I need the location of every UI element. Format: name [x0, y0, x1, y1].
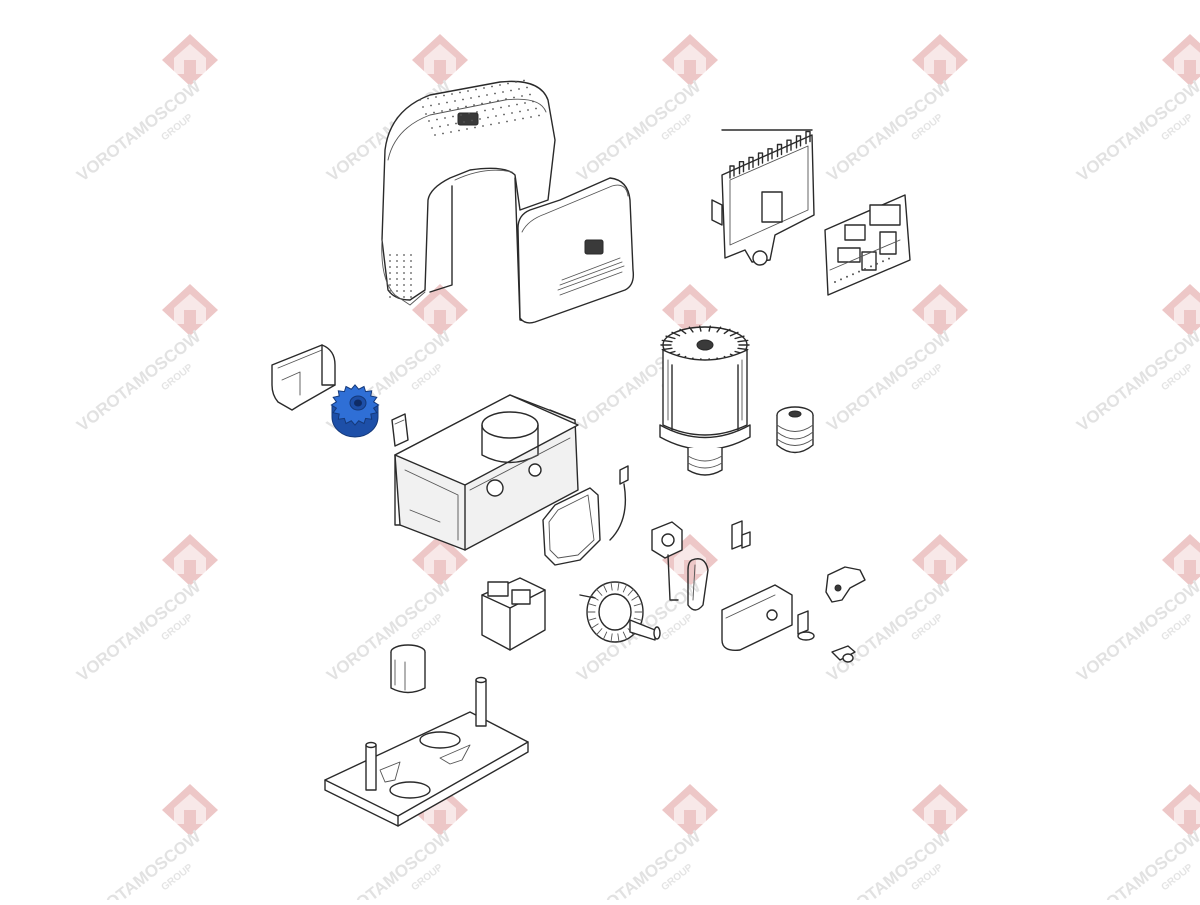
watermark-brand-text: VOROTAMOSCOW [823, 76, 955, 185]
pinion-cover[interactable] [271, 344, 336, 411]
motor-pulley[interactable] [776, 406, 814, 454]
bushing-sleeve[interactable] [390, 644, 426, 694]
release-cover[interactable] [721, 584, 793, 651]
screw-fastener[interactable] [797, 610, 815, 641]
top-cover[interactable] [381, 79, 556, 323]
lock-cylinder[interactable] [831, 645, 856, 663]
watermark-brand-text: VOROTAMOSCOW [573, 76, 705, 185]
gearmotor-housing[interactable] [394, 394, 579, 551]
ground-wire[interactable] [609, 465, 629, 541]
front-cover[interactable] [517, 177, 635, 324]
drive-belt[interactable] [687, 558, 709, 611]
watermark-brand-text: VOROTAMOSCOW [73, 326, 205, 435]
drive-pinion-gear[interactable] [330, 384, 380, 438]
worm-gear-shaft[interactable] [579, 581, 661, 643]
connector-terminal[interactable] [731, 520, 751, 550]
watermark-layer: VOROTAMOSCOWGROUPVOROTAMOSCOWGROUPVOROTA… [73, 34, 1200, 905]
belt-tensioner[interactable] [651, 521, 683, 601]
watermark-brand-text: VOROTAMOSCOW [823, 326, 955, 435]
watermark-brand-text: VOROTAMOSCOW [1073, 826, 1200, 900]
control-board-bracket[interactable] [711, 129, 815, 266]
housing-gasket[interactable] [542, 487, 601, 566]
watermark-brand-text: VOROTAMOSCOW [73, 576, 205, 685]
foundation-plate[interactable] [324, 676, 529, 827]
watermark-brand-text: VOROTAMOSCOW [323, 576, 455, 685]
transformer[interactable] [481, 577, 546, 651]
electronic-control-board[interactable] [824, 194, 911, 296]
release-key[interactable] [825, 566, 866, 603]
electric-motor[interactable] [659, 325, 751, 476]
cable-clip[interactable] [391, 413, 409, 447]
watermark-brand-text: VOROTAMOSCOW [73, 76, 205, 185]
